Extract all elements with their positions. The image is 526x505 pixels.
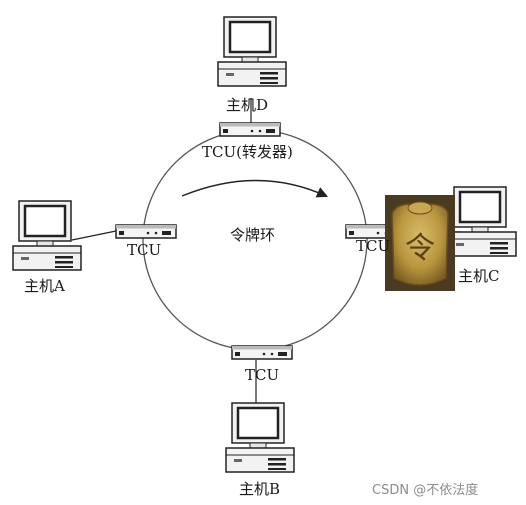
tcu-bottom-label: TCU [245, 366, 280, 384]
watermark: CSDN @不依法度 [372, 483, 479, 498]
token-character: 令 [405, 231, 435, 266]
tcu-top-label: TCU(转发器) [202, 143, 293, 161]
host-d-computer [216, 15, 288, 88]
host-b-computer [224, 401, 296, 474]
ring-label: 令牌环 [230, 226, 276, 244]
tcu-left-label: TCU [127, 241, 162, 259]
host-a-computer [11, 199, 83, 272]
tcu-top [219, 122, 281, 137]
tcu-left [115, 224, 177, 239]
cable-host-a [71, 230, 117, 241]
host-b-label: 主机B [239, 480, 281, 498]
direction-arrow [181, 179, 329, 198]
host-c-computer [446, 185, 518, 258]
tcu-bottom [231, 345, 293, 360]
token-image: 令 [385, 195, 455, 291]
host-c-label: 主机C [458, 267, 500, 285]
tcu-right-label: TCU [356, 237, 391, 255]
host-a-label: 主机A [24, 277, 65, 295]
host-d-label: 主机D [226, 96, 269, 114]
